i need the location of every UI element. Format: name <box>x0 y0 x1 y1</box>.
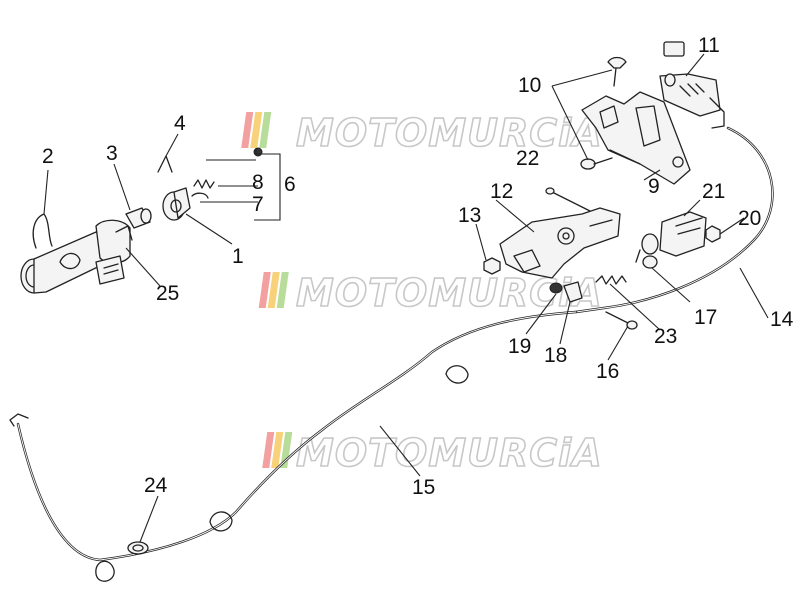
callout-3: 3 <box>106 142 118 165</box>
callout-23: 23 <box>654 325 677 348</box>
callout-17: 17 <box>694 306 717 329</box>
callout-15: 15 <box>412 476 435 499</box>
callout-8: 8 <box>252 171 264 194</box>
leader-lines <box>43 53 769 543</box>
callout-14: 14 <box>770 308 794 331</box>
watermark-stripe-2 <box>250 112 263 148</box>
part-17-connector <box>642 255 658 269</box>
callout-9: 9 <box>648 175 660 198</box>
watermark-stripe-1 <box>258 272 271 308</box>
part-14-cable <box>574 126 774 314</box>
callout-25: 25 <box>156 282 179 305</box>
watermark-top: MOTOMURCiA <box>241 110 603 156</box>
callout-16: 16 <box>596 360 619 383</box>
callout-21: 21 <box>702 180 725 203</box>
watermark-stripe-3 <box>259 112 272 148</box>
watermark-stripe-1 <box>241 112 254 148</box>
watermark-bottom: MOTOMURCiA <box>262 430 603 476</box>
callout-4: 4 <box>174 112 186 135</box>
callout-20: 20 <box>738 207 761 230</box>
part-13-nut <box>483 257 501 275</box>
callout-24: 24 <box>144 474 168 497</box>
part-21-actuator <box>635 211 707 263</box>
watermark-stripe-2 <box>267 272 280 308</box>
callout-12: 12 <box>490 180 513 203</box>
callout-13: 13 <box>458 204 481 227</box>
callout-22: 22 <box>516 147 539 170</box>
part-2-spring-clip <box>32 213 53 249</box>
part-12-bracket <box>499 207 621 279</box>
part-7-washer <box>191 192 209 199</box>
part-6-set <box>253 147 263 157</box>
part-10-screw-top <box>607 56 627 87</box>
watermark-stripe-3 <box>276 272 289 308</box>
part-23-spring <box>595 275 627 285</box>
watermark-text: MOTOMURCiA <box>296 111 603 155</box>
part-8-spring <box>193 179 215 189</box>
part-24-clamp <box>127 541 149 555</box>
part-1-housing <box>162 187 191 221</box>
part-20-nut <box>705 225 721 243</box>
callouts: 1 2 3 4 6 7 8 9 10 11 12 13 14 15 16 17 … <box>42 34 794 499</box>
watermark-text: MOTOMURCiA <box>296 431 603 475</box>
part-15-cable <box>9 310 578 582</box>
callout-1: 1 <box>232 245 244 268</box>
callout-19: 19 <box>508 335 531 358</box>
callout-6: 6 <box>284 173 296 196</box>
callout-2: 2 <box>42 145 54 168</box>
part-9-bracket <box>581 91 691 185</box>
part-25-lock-body <box>20 219 133 294</box>
callout-18: 18 <box>544 344 567 367</box>
part-4-pin <box>157 155 173 173</box>
part-16-adjuster <box>605 311 638 330</box>
watermark-stripe-2 <box>271 432 284 468</box>
callout-11: 11 <box>698 34 720 57</box>
callout-10: 10 <box>518 74 541 97</box>
part-3-cylinder <box>125 207 152 229</box>
part-19-clip <box>549 282 563 294</box>
part-10-screw-bottom <box>580 157 613 170</box>
watermark-stripe-3 <box>280 432 293 468</box>
part-18-cam <box>563 281 583 303</box>
watermark-stripe-1 <box>262 432 275 468</box>
callout-7: 7 <box>252 193 264 216</box>
